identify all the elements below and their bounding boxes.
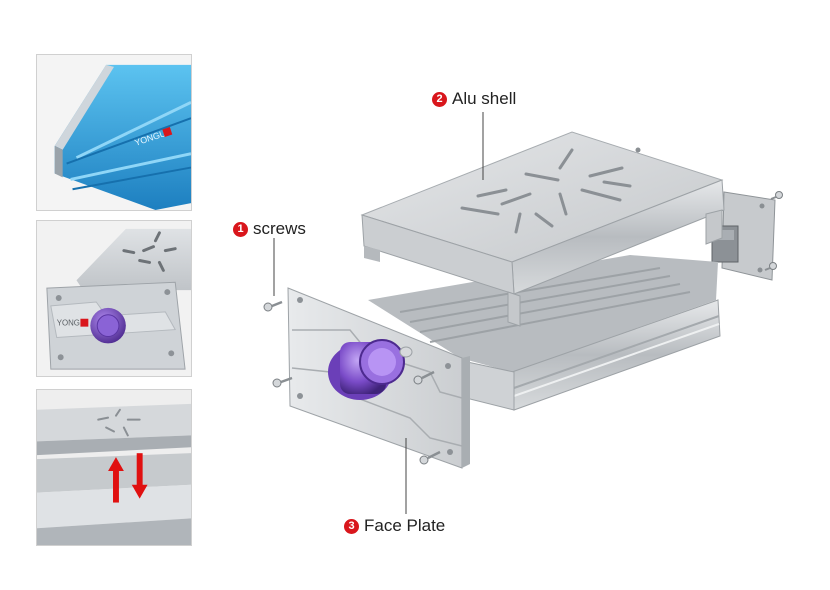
number-badge-icon: 2: [432, 91, 447, 107]
number-badge-icon: 3: [344, 518, 359, 534]
front-screw: [263, 300, 283, 312]
up-arrow-icon: [108, 457, 124, 503]
front-screw: [419, 450, 441, 465]
vent-slots: [460, 148, 632, 234]
callout-alu-shell: 2 Alu shell: [432, 89, 516, 109]
slide-profile-image: [37, 390, 191, 545]
number-badge-icon: 1: [233, 221, 248, 237]
back-screw: [770, 191, 783, 200]
callout-label: screws: [253, 219, 306, 238]
front-screw: [413, 370, 435, 385]
knob-enclosure-image: YONGU: [37, 221, 191, 376]
bottom-tray: [368, 255, 721, 411]
brand-mark-text: YONGU: [57, 319, 86, 328]
callout-label: Face Plate: [364, 516, 446, 535]
volume-knob: [328, 339, 413, 400]
callout-face-plate: 3 Face Plate: [344, 516, 445, 536]
down-arrow-icon: [131, 453, 148, 499]
alu-shell: [360, 131, 725, 327]
back-screw: [764, 262, 777, 271]
front-screw: [272, 376, 293, 388]
thumbnail-slide-profile: [36, 389, 192, 546]
callout-screws: 1 screws: [233, 219, 306, 239]
thumbnail-blue-enclosure: YONGU: [36, 54, 192, 211]
thumbnail-knob-enclosure: YONGU: [36, 220, 192, 377]
blue-enclosure-image: YONGU: [37, 55, 191, 210]
back-plate: [711, 191, 776, 281]
callout-label: Alu shell: [452, 89, 517, 108]
